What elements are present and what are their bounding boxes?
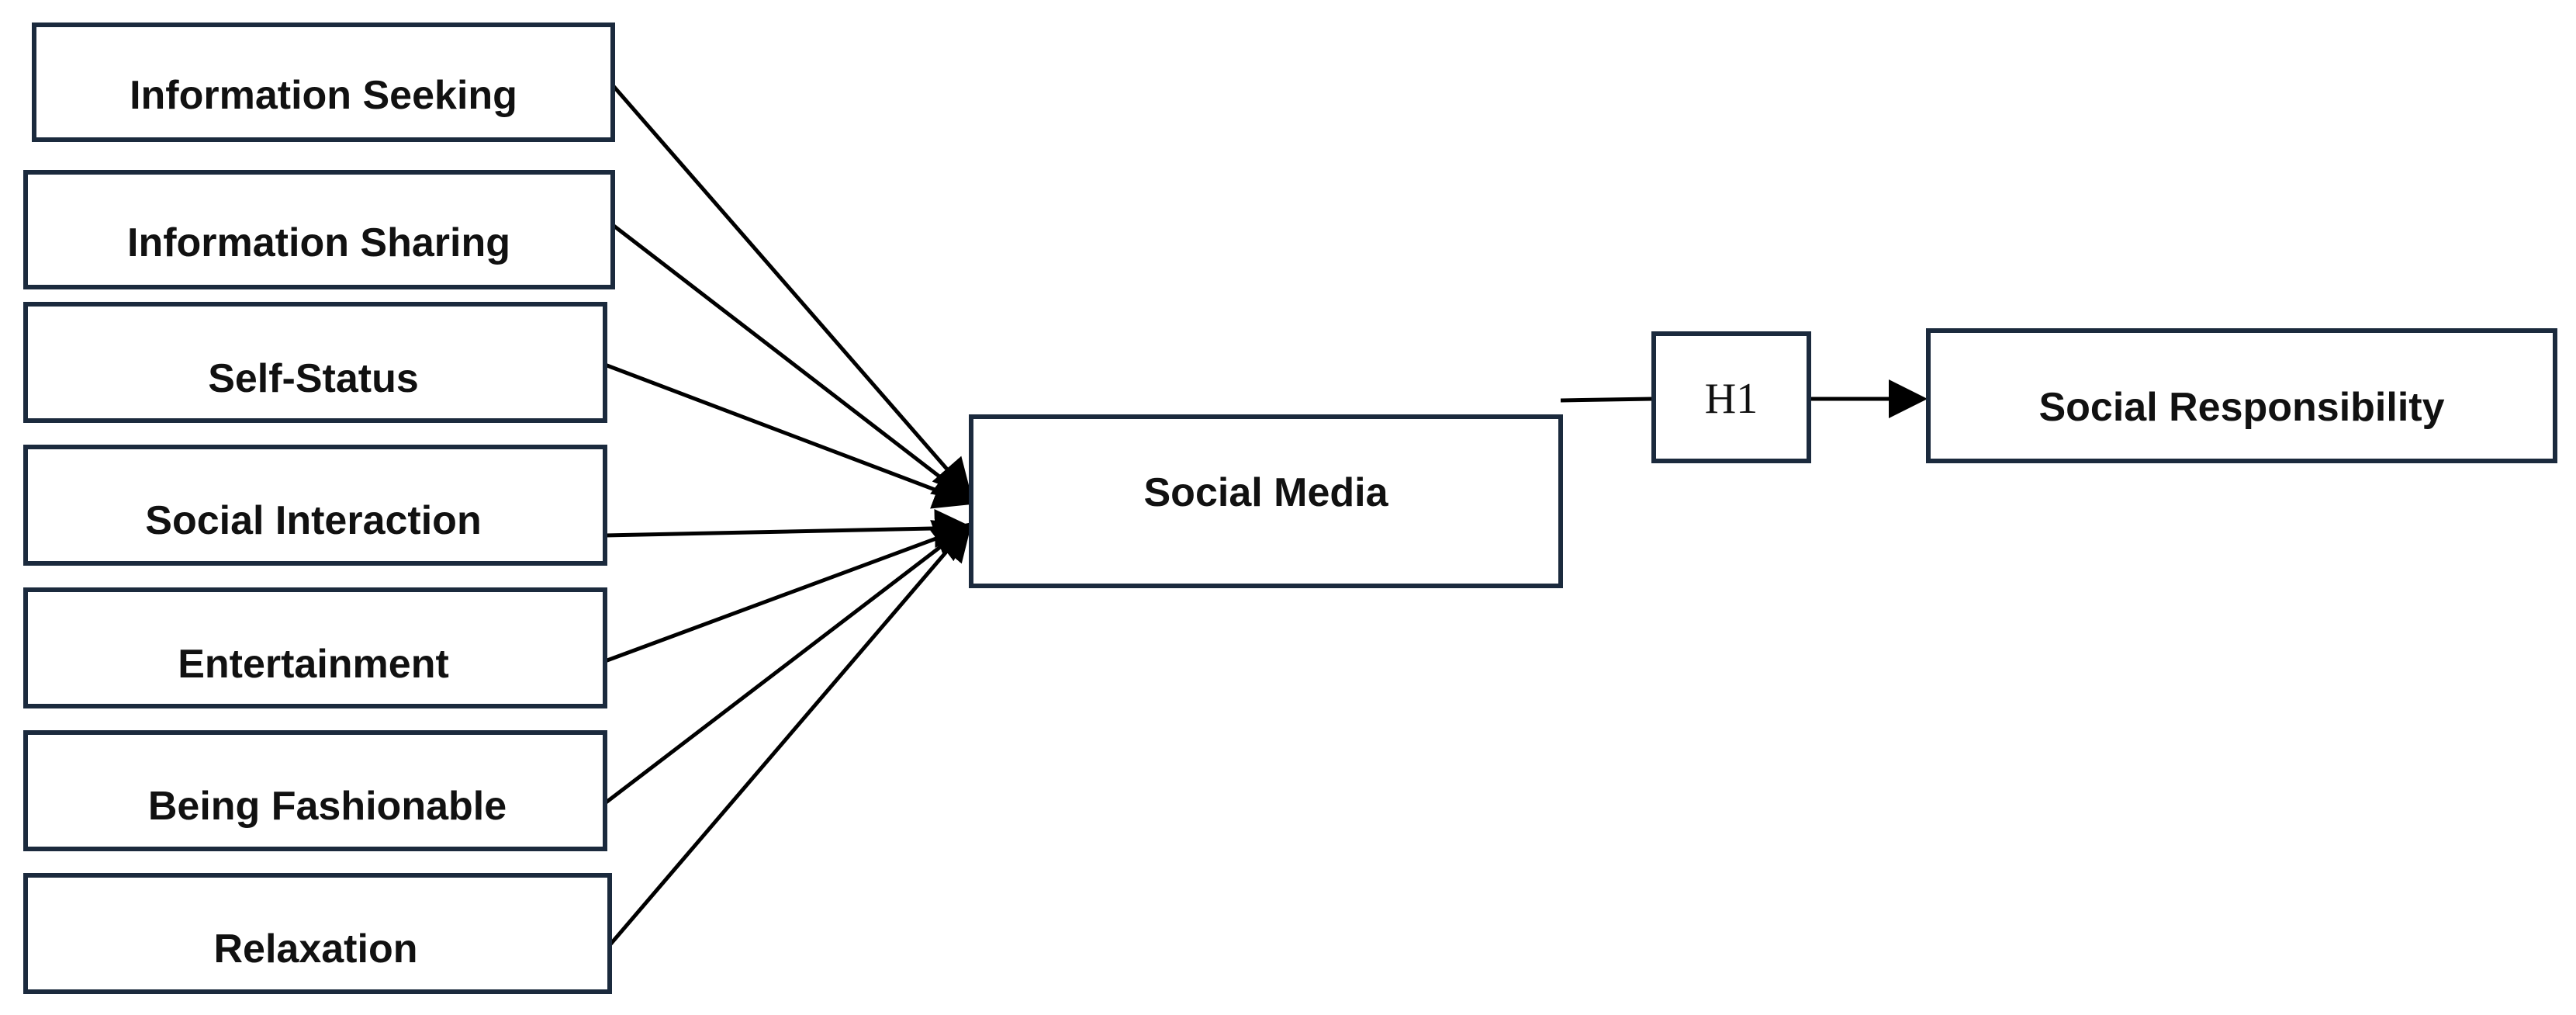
arrow-self-status	[604, 362, 973, 509]
arrow-entertainment	[604, 520, 973, 663]
factor-label-entertainment: Entertainment	[178, 642, 449, 687]
factor-label-information-seeking: Information Seeking	[130, 73, 517, 118]
arrow-information-seeking	[611, 84, 973, 498]
factor-arrows	[603, 84, 973, 947]
arrow-information-sharing	[611, 223, 973, 503]
factor-box-being-fashionable: Being Fashionable	[23, 730, 607, 851]
factor-label-social-interaction: Social Interaction	[145, 498, 481, 543]
hypothesis-label-h1: H1	[1705, 375, 1758, 423]
factor-label-relaxation: Relaxation	[214, 927, 418, 972]
factor-label-being-fashionable: Being Fashionable	[148, 784, 507, 829]
factor-label-information-sharing: Information Sharing	[127, 220, 510, 265]
factor-label-self-status: Self-Status	[208, 356, 419, 401]
center-box-social-media: Social Media	[969, 414, 1563, 588]
arrow-social-interaction	[604, 508, 973, 548]
outcome-label-social-responsibility: Social Responsibility	[2038, 385, 2444, 430]
arrow-relaxation	[608, 521, 973, 947]
center-label-social-media: Social Media	[1144, 470, 1389, 515]
factor-box-self-status: Self-Status	[23, 302, 607, 423]
line-social-media-to-h1	[1560, 397, 1653, 403]
arrow-being-fashionable	[603, 521, 973, 805]
factor-box-information-sharing: Information Sharing	[23, 170, 615, 289]
outcome-box-social-responsibility: Social Responsibility	[1926, 328, 2557, 463]
factor-box-social-interaction: Social Interaction	[23, 445, 607, 566]
factor-box-relaxation: Relaxation	[23, 873, 612, 994]
factor-box-entertainment: Entertainment	[23, 587, 607, 708]
hypothesis-box-h1: H1	[1651, 331, 1811, 463]
outcome-connector	[1560, 379, 1928, 418]
factor-box-information-seeking: Information Seeking	[32, 23, 615, 142]
